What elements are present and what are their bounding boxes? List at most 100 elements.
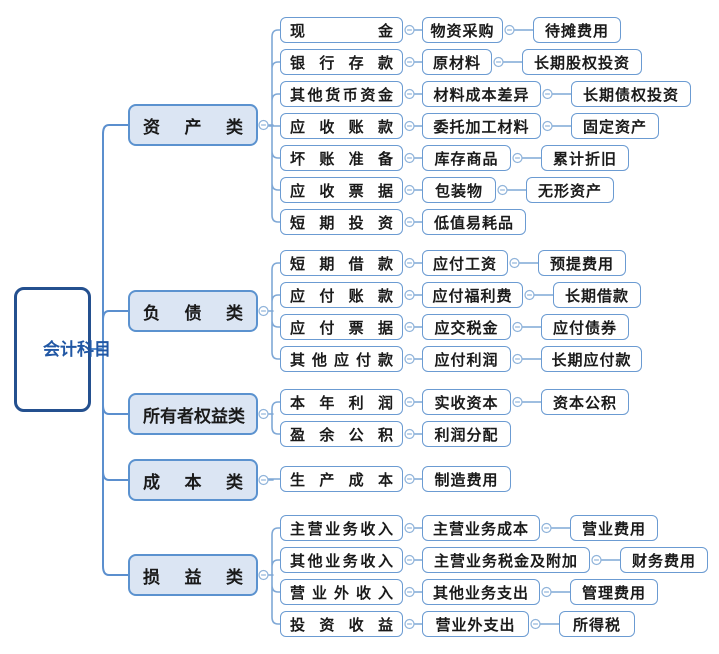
tree-node-l4[interactable]: 无形资产 xyxy=(526,177,614,203)
collapse-minus-icon[interactable] xyxy=(404,321,415,333)
tree-node-l2[interactable]: 银行存款 xyxy=(280,49,403,75)
tree-node-l3[interactable]: 其他业务支出 xyxy=(422,579,540,605)
tree-node-l2[interactable]: 其他应付款 xyxy=(280,346,403,372)
tree-node-l3[interactable]: 委托加工材料 xyxy=(422,113,541,139)
tree-node-l4[interactable]: 长期债权投资 xyxy=(571,81,691,107)
collapse-minus-icon[interactable] xyxy=(591,554,602,566)
collapse-minus-icon[interactable] xyxy=(404,152,415,164)
collapse-minus-icon[interactable] xyxy=(258,569,269,581)
collapse-minus-icon[interactable] xyxy=(541,586,552,598)
collapse-minus-icon[interactable] xyxy=(404,618,415,630)
collapse-minus-icon[interactable] xyxy=(404,184,415,196)
collapse-minus-icon[interactable] xyxy=(541,522,552,534)
tree-node-l2[interactable]: 应收票据 xyxy=(280,177,403,203)
tree-node-l2[interactable]: 生产成本 xyxy=(280,466,403,492)
collapse-minus-icon[interactable] xyxy=(404,353,415,365)
tree-node-l3[interactable]: 原材料 xyxy=(422,49,492,75)
collapse-minus-icon[interactable] xyxy=(404,289,415,301)
node-label: 其他业务支出 xyxy=(432,584,529,602)
collapse-minus-icon[interactable] xyxy=(542,120,553,132)
collapse-minus-icon[interactable] xyxy=(404,216,415,228)
collapse-minus-icon[interactable] xyxy=(404,257,415,269)
tree-node-l4[interactable]: 长期应付款 xyxy=(541,346,642,372)
collapse-minus-icon[interactable] xyxy=(542,88,553,100)
tree-node-l4[interactable]: 长期股权投资 xyxy=(522,49,642,75)
collapse-minus-icon[interactable] xyxy=(258,305,269,317)
collapse-minus-icon[interactable] xyxy=(530,618,541,630)
branch-owners-equity-node[interactable]: 所有者权益类 xyxy=(128,393,258,435)
tree-node-l2[interactable]: 应付票据 xyxy=(280,314,403,340)
tree-node-l2[interactable]: 短期投资 xyxy=(280,209,403,235)
tree-node-l4[interactable]: 累计折旧 xyxy=(541,145,629,171)
collapse-minus-icon[interactable] xyxy=(497,184,508,196)
tree-node-l3[interactable]: 应付工资 xyxy=(422,250,508,276)
collapse-minus-icon[interactable] xyxy=(404,586,415,598)
tree-node-l2[interactable]: 投资收益 xyxy=(280,611,403,637)
collapse-minus-icon[interactable] xyxy=(404,24,415,36)
branch-profit-loss-node[interactable]: 损益类 xyxy=(128,554,258,596)
tree-node-l4[interactable]: 固定资产 xyxy=(571,113,659,139)
tree-node-l4[interactable]: 财务费用 xyxy=(620,547,708,573)
tree-node-l4[interactable]: 预提费用 xyxy=(538,250,626,276)
collapse-minus-icon[interactable] xyxy=(258,119,269,131)
tree-node-l3[interactable]: 低值易耗品 xyxy=(422,209,526,235)
collapse-minus-icon[interactable] xyxy=(512,396,523,408)
tree-node-l3[interactable]: 实收资本 xyxy=(422,389,511,415)
node-label: 银行存款 xyxy=(290,54,393,72)
tree-node-l2[interactable]: 本年利润 xyxy=(280,389,403,415)
tree-node-l3[interactable]: 主营业务成本 xyxy=(422,515,540,541)
collapse-minus-icon[interactable] xyxy=(258,408,269,420)
tree-node-l2[interactable]: 应付账款 xyxy=(280,282,403,308)
node-label: 管理费用 xyxy=(581,584,646,602)
tree-node-l4[interactable]: 管理费用 xyxy=(570,579,658,605)
collapse-minus-icon[interactable] xyxy=(404,120,415,132)
tree-node-l2[interactable]: 应收账款 xyxy=(280,113,403,139)
tree-node-l3[interactable]: 材料成本差异 xyxy=(422,81,541,107)
collapse-minus-icon[interactable] xyxy=(512,152,523,164)
collapse-minus-icon[interactable] xyxy=(404,554,415,566)
tree-node-l2[interactable]: 现金 xyxy=(280,17,403,43)
node-label: 短期投资 xyxy=(290,214,393,232)
tree-node-l3[interactable]: 包装物 xyxy=(422,177,496,203)
collapse-minus-icon[interactable] xyxy=(504,24,515,36)
branch-cost-node[interactable]: 成本类 xyxy=(128,459,258,501)
branch-assets-node[interactable]: 资产类 xyxy=(128,104,258,146)
collapse-minus-icon[interactable] xyxy=(512,321,523,333)
collapse-minus-icon[interactable] xyxy=(258,474,269,486)
collapse-minus-icon[interactable] xyxy=(404,56,415,68)
tree-node-l4[interactable]: 资本公积 xyxy=(541,389,629,415)
collapse-minus-icon[interactable] xyxy=(512,353,523,365)
tree-node-l3[interactable]: 利润分配 xyxy=(422,421,511,447)
tree-node-l3[interactable]: 应付利润 xyxy=(422,346,511,372)
tree-node-l4[interactable]: 所得税 xyxy=(559,611,635,637)
tree-node-l3[interactable]: 应付福利费 xyxy=(422,282,523,308)
tree-node-l4[interactable]: 待摊费用 xyxy=(533,17,621,43)
collapse-minus-icon[interactable] xyxy=(404,522,415,534)
collapse-minus-icon[interactable] xyxy=(404,88,415,100)
tree-node-l3[interactable]: 库存商品 xyxy=(422,145,511,171)
tree-node-l3[interactable]: 营业外支出 xyxy=(422,611,529,637)
tree-node-l3[interactable]: 物资采购 xyxy=(422,17,503,43)
tree-node-l2[interactable]: 其他货币资金 xyxy=(280,81,403,107)
tree-node-l2[interactable]: 短期借款 xyxy=(280,250,403,276)
tree-node-l2[interactable]: 盈余公积 xyxy=(280,421,403,447)
collapse-minus-icon[interactable] xyxy=(493,56,504,68)
tree-node-l2[interactable]: 坏账准备 xyxy=(280,145,403,171)
tree-node-l3[interactable]: 主营业务税金及附加 xyxy=(422,547,590,573)
branch-liabilities-node[interactable]: 负债类 xyxy=(128,290,258,332)
collapse-minus-icon[interactable] xyxy=(404,473,415,485)
collapse-minus-icon[interactable] xyxy=(404,428,415,440)
collapse-minus-icon[interactable] xyxy=(524,289,535,301)
tree-node-l2[interactable]: 营业外收入 xyxy=(280,579,403,605)
tree-node-l4[interactable]: 应付债券 xyxy=(541,314,629,340)
tree-node-l3[interactable]: 制造费用 xyxy=(422,466,511,492)
root-node[interactable]: 会计科目 xyxy=(14,287,111,412)
tree-node-l2[interactable]: 其他业务收入 xyxy=(280,547,403,573)
collapse-minus-icon[interactable] xyxy=(509,257,520,269)
collapse-minus-icon[interactable] xyxy=(404,396,415,408)
tree-node-l4[interactable]: 长期借款 xyxy=(553,282,641,308)
tree-node-l4[interactable]: 营业费用 xyxy=(570,515,658,541)
node-label: 低值易耗品 xyxy=(433,214,514,232)
tree-node-l2[interactable]: 主营业务收入 xyxy=(280,515,403,541)
tree-node-l3[interactable]: 应交税金 xyxy=(422,314,511,340)
